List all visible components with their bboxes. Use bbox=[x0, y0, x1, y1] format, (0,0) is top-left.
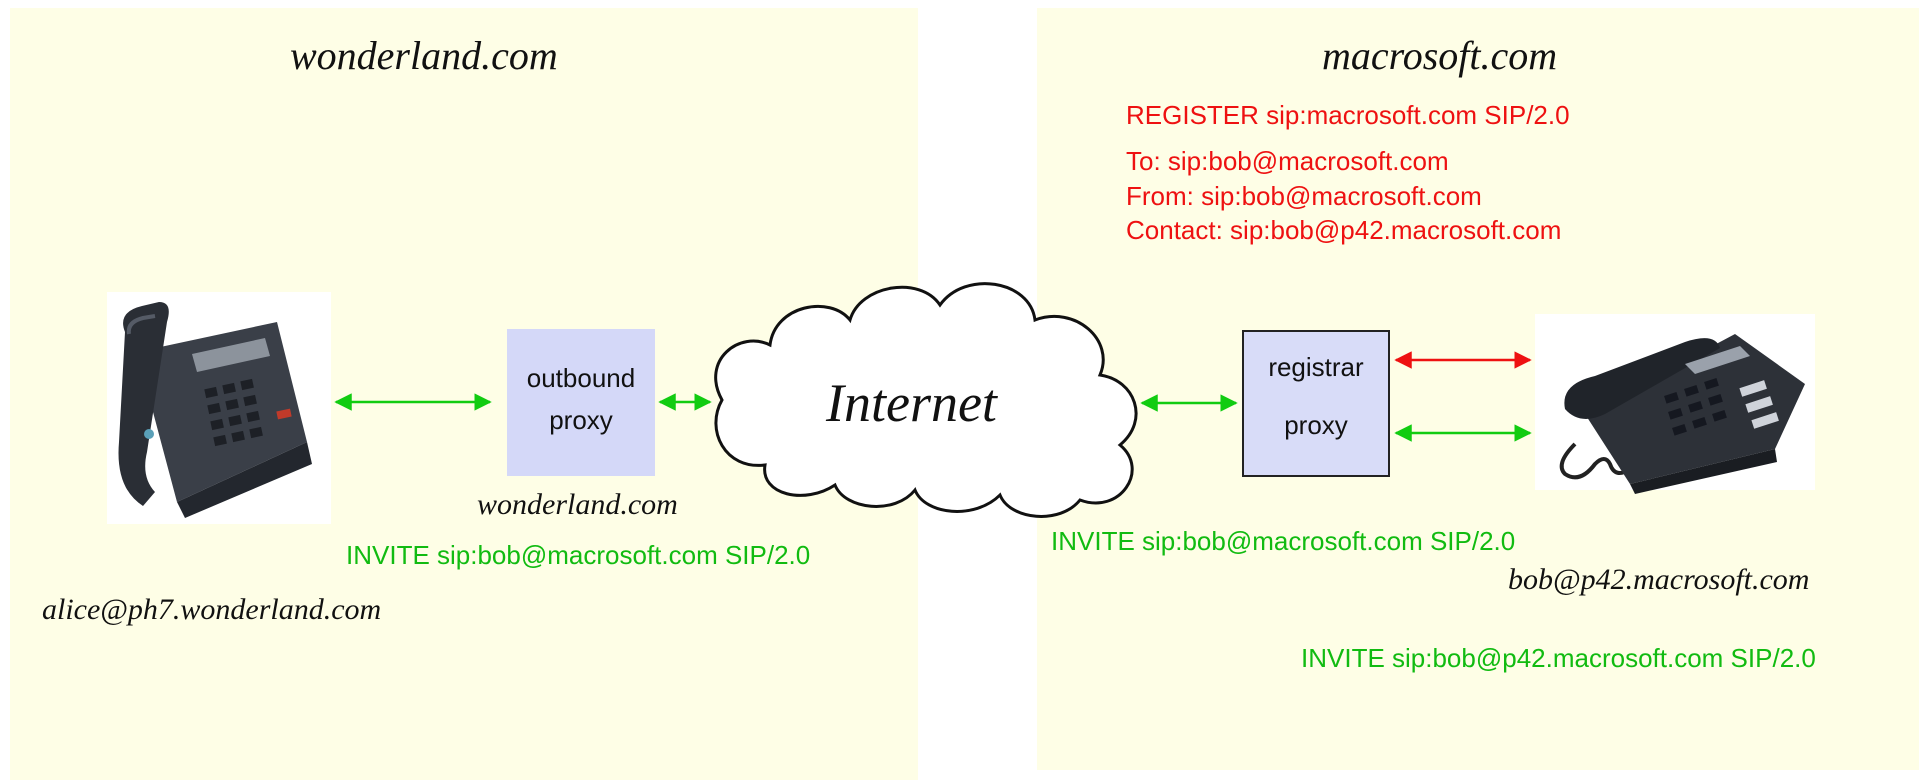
invite-message-right: INVITE sip:bob@p42.macrosoft.com SIP/2.0 bbox=[1301, 643, 1816, 673]
registrar-label: registrar bbox=[1268, 352, 1364, 382]
outbound-proxy-domain-label: wonderland.com bbox=[477, 488, 678, 521]
bob-address: bob@p42.macrosoft.com bbox=[1508, 563, 1810, 596]
bob-phone-icon bbox=[1535, 314, 1815, 494]
outbound-proxy-box: outbound proxy bbox=[507, 329, 655, 476]
alice-address: alice@ph7.wonderland.com bbox=[42, 593, 382, 626]
invite-message-left: INVITE sip:bob@macrosoft.com SIP/2.0 bbox=[346, 540, 811, 570]
outbound-proxy-label-line2: proxy bbox=[549, 405, 613, 435]
wonderland-domain-title: wonderland.com bbox=[290, 33, 558, 78]
outbound-proxy-label-line1: outbound bbox=[526, 363, 636, 393]
invite-message-middle: INVITE sip:bob@macrosoft.com SIP/2.0 bbox=[1051, 526, 1516, 556]
register-from-header: From: sip:bob@macrosoft.com bbox=[1126, 181, 1482, 211]
internet-label: Internet bbox=[826, 373, 997, 433]
registrar-proxy-box: registrar proxy bbox=[1242, 330, 1390, 477]
macrosoft-domain-title: macrosoft.com bbox=[1322, 33, 1558, 78]
register-to-header: To: sip:bob@macrosoft.com bbox=[1126, 146, 1449, 176]
register-contact-header: Contact: sip:bob@p42.macrosoft.com bbox=[1126, 215, 1562, 245]
register-request-line: REGISTER sip:macrosoft.com SIP/2.0 bbox=[1126, 100, 1570, 130]
alice-phone-icon bbox=[107, 292, 331, 524]
registrar-proxy-label: proxy bbox=[1284, 410, 1348, 440]
